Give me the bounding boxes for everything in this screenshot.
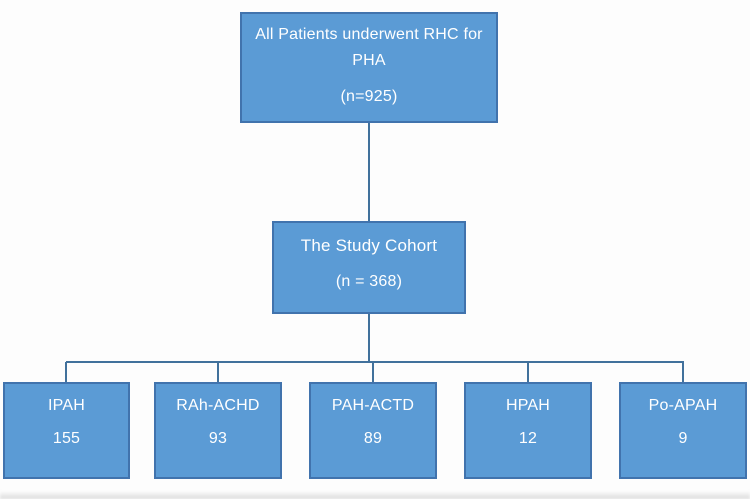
node-group-pah-actd: PAH-ACTD 89 [309,382,437,479]
node-root: All Patients underwent RHC for PHA (n=92… [240,12,498,123]
node-group-ipah-count: 155 [52,430,81,447]
node-group-po-apah-label: Po-APAH [648,397,718,414]
node-group-hpah-count: 12 [518,430,538,447]
node-group-ipah-label: IPAH [48,397,85,414]
node-cohort-label: The Study Cohort [300,236,438,255]
node-cohort-count: (n = 368) [335,273,403,290]
node-group-pah-actd-label: PAH-ACTD [331,397,415,414]
node-group-po-apah: Po-APAH 9 [619,382,747,479]
node-group-hpah: HPAH 12 [464,382,592,479]
node-group-rah-achd-label: RAh-ACHD [176,397,260,414]
node-group-rah-achd-count: 93 [208,430,228,447]
node-cohort: The Study Cohort (n = 368) [272,221,466,314]
node-root-count: (n=925) [340,88,398,105]
node-root-label: All Patients underwent RHC for PHA [255,26,483,69]
node-group-ipah: IPAH 155 [3,382,130,479]
node-group-hpah-label: HPAH [505,397,551,414]
page-edge-artifact [0,491,750,499]
node-group-rah-achd: RAh-ACHD 93 [154,382,282,479]
node-group-po-apah-count: 9 [678,430,688,447]
node-group-pah-actd-count: 89 [363,430,383,447]
